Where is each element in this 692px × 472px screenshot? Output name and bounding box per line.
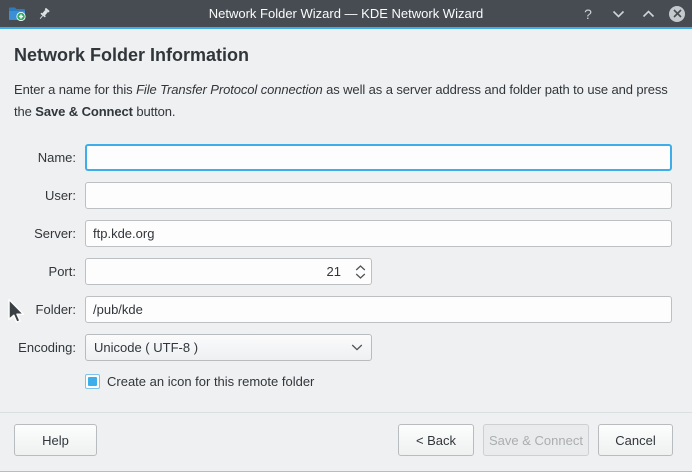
name-label: Name: (37, 150, 76, 165)
folder-add-icon (8, 5, 26, 23)
user-input[interactable] (85, 182, 672, 209)
description-italic: File Transfer Protocol connection (136, 82, 323, 97)
footer-separator (0, 412, 692, 413)
port-value[interactable]: 21 (326, 264, 341, 279)
help-button[interactable]: Help (14, 424, 97, 456)
create-icon-checkbox-label[interactable]: Create an icon for this remote folder (107, 373, 315, 389)
create-icon-checkbox[interactable] (85, 373, 100, 389)
mouse-cursor (7, 298, 26, 330)
description-text: Enter a name for this File Transfer Prot… (14, 82, 668, 119)
close-icon[interactable] (669, 5, 685, 22)
encoding-label: Encoding: (18, 340, 76, 355)
description-bold: Save & Connect (35, 104, 133, 119)
back-button[interactable]: < Back (398, 424, 474, 456)
save-connect-button[interactable]: Save & Connect (483, 424, 589, 456)
titlebar[interactable]: Network Folder Wizard — KDE Network Wiza… (0, 0, 692, 27)
user-label: User: (44, 188, 76, 203)
titlebar-accent-line (0, 27, 692, 29)
spin-up-icon[interactable] (355, 264, 366, 271)
encoding-select[interactable]: Unicode ( UTF-8 ) (85, 334, 372, 361)
name-input[interactable] (85, 144, 672, 171)
checkbox-checked-mark (88, 376, 97, 386)
folder-label: Folder: (35, 302, 76, 317)
port-spinner[interactable]: 21 (85, 258, 372, 285)
help-icon[interactable]: ? (584, 5, 592, 22)
server-input[interactable] (85, 220, 672, 247)
encoding-value: Unicode ( UTF-8 ) (94, 340, 199, 355)
window-title: Network Folder Wizard — KDE Network Wiza… (208, 6, 484, 21)
chevron-down-icon[interactable] (609, 5, 627, 23)
spin-down-icon[interactable] (355, 273, 366, 279)
page-title: Network Folder Information (14, 45, 250, 65)
chevron-down-icon (343, 344, 371, 351)
folder-input[interactable] (85, 296, 672, 323)
chevron-up-icon[interactable] (639, 5, 657, 23)
port-label: Port: (48, 264, 76, 279)
server-label: Server: (34, 226, 76, 241)
cancel-button[interactable]: Cancel (598, 424, 673, 456)
pin-icon[interactable] (35, 5, 53, 23)
